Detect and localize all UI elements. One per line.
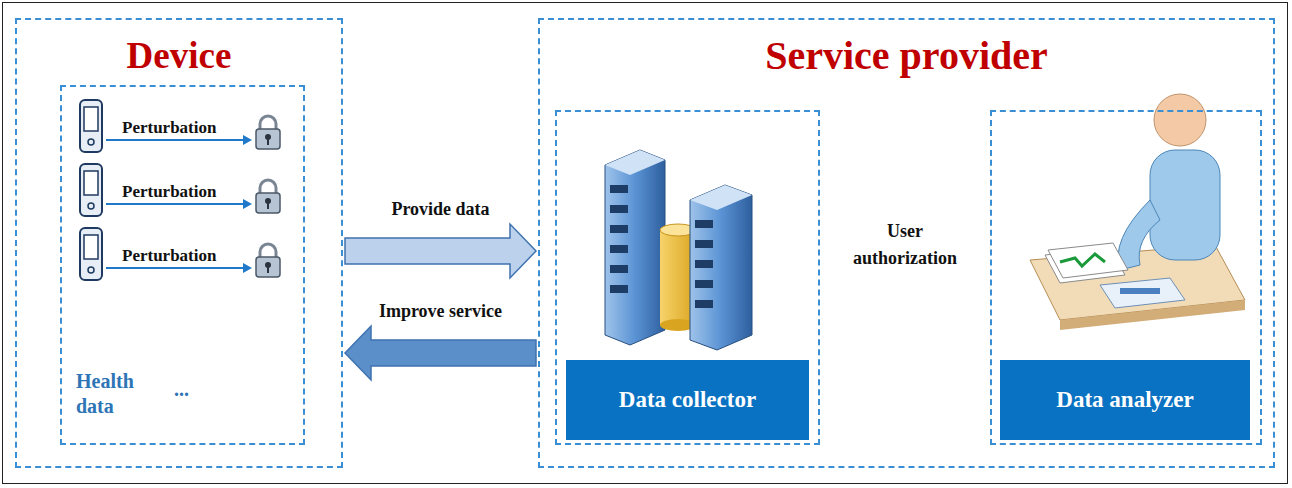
group-title: Service provider (540, 32, 1273, 79)
group-title: Device (17, 34, 341, 77)
process-label: Perturbation (122, 118, 216, 138)
collector-box: Data collector (555, 110, 820, 445)
block-arrow (345, 326, 536, 380)
service-provider-group: Service providerData collector Data analy… (538, 18, 1275, 468)
ellipsis: ... (174, 377, 189, 402)
role-bar: Data analyzer (1000, 360, 1250, 440)
process-label: Perturbation (122, 182, 216, 202)
process-label: Perturbation (122, 246, 216, 266)
relation-label: User authorization (845, 218, 965, 272)
arrow-label: Provide data (391, 199, 489, 220)
analyzer-box: Data analyzer (990, 110, 1262, 445)
block-arrow (345, 224, 536, 278)
data-caption: Health data (76, 369, 146, 419)
role-bar: Data collector (566, 360, 809, 440)
arrow-label: Improve service (379, 301, 502, 322)
device-group: DeviceHealth data... (15, 18, 343, 468)
